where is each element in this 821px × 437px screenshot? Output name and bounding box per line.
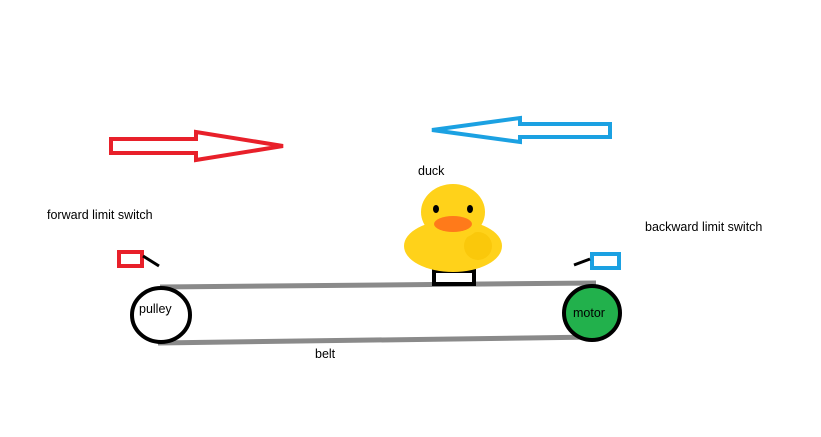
belt-top	[159, 280, 597, 290]
pulley-wheel	[130, 286, 192, 344]
belt-label: belt	[315, 347, 336, 361]
belt-bottom	[157, 334, 597, 346]
rubber-duck	[404, 184, 502, 272]
backward-switch-lever	[573, 257, 591, 267]
duck-carriage	[432, 269, 476, 286]
duck-beak	[434, 216, 472, 232]
motor-wheel	[562, 284, 622, 342]
forward-switch-lever	[142, 254, 160, 268]
duck-wing	[464, 232, 492, 260]
duck-eye-right	[467, 205, 473, 213]
forward-limit-switch	[117, 250, 144, 268]
duck-eye-left	[433, 205, 439, 213]
pulley-label: pulley	[139, 302, 172, 316]
duck-label: duck	[418, 164, 445, 178]
forward-direction-arrow	[109, 129, 284, 163]
backward-limit-switch-label: backward limit switch	[645, 220, 763, 234]
backward-direction-arrow	[431, 115, 612, 145]
backward-limit-switch	[590, 252, 621, 270]
motor-label: motor	[573, 306, 605, 320]
forward-limit-switch-label: forward limit switch	[47, 208, 153, 222]
